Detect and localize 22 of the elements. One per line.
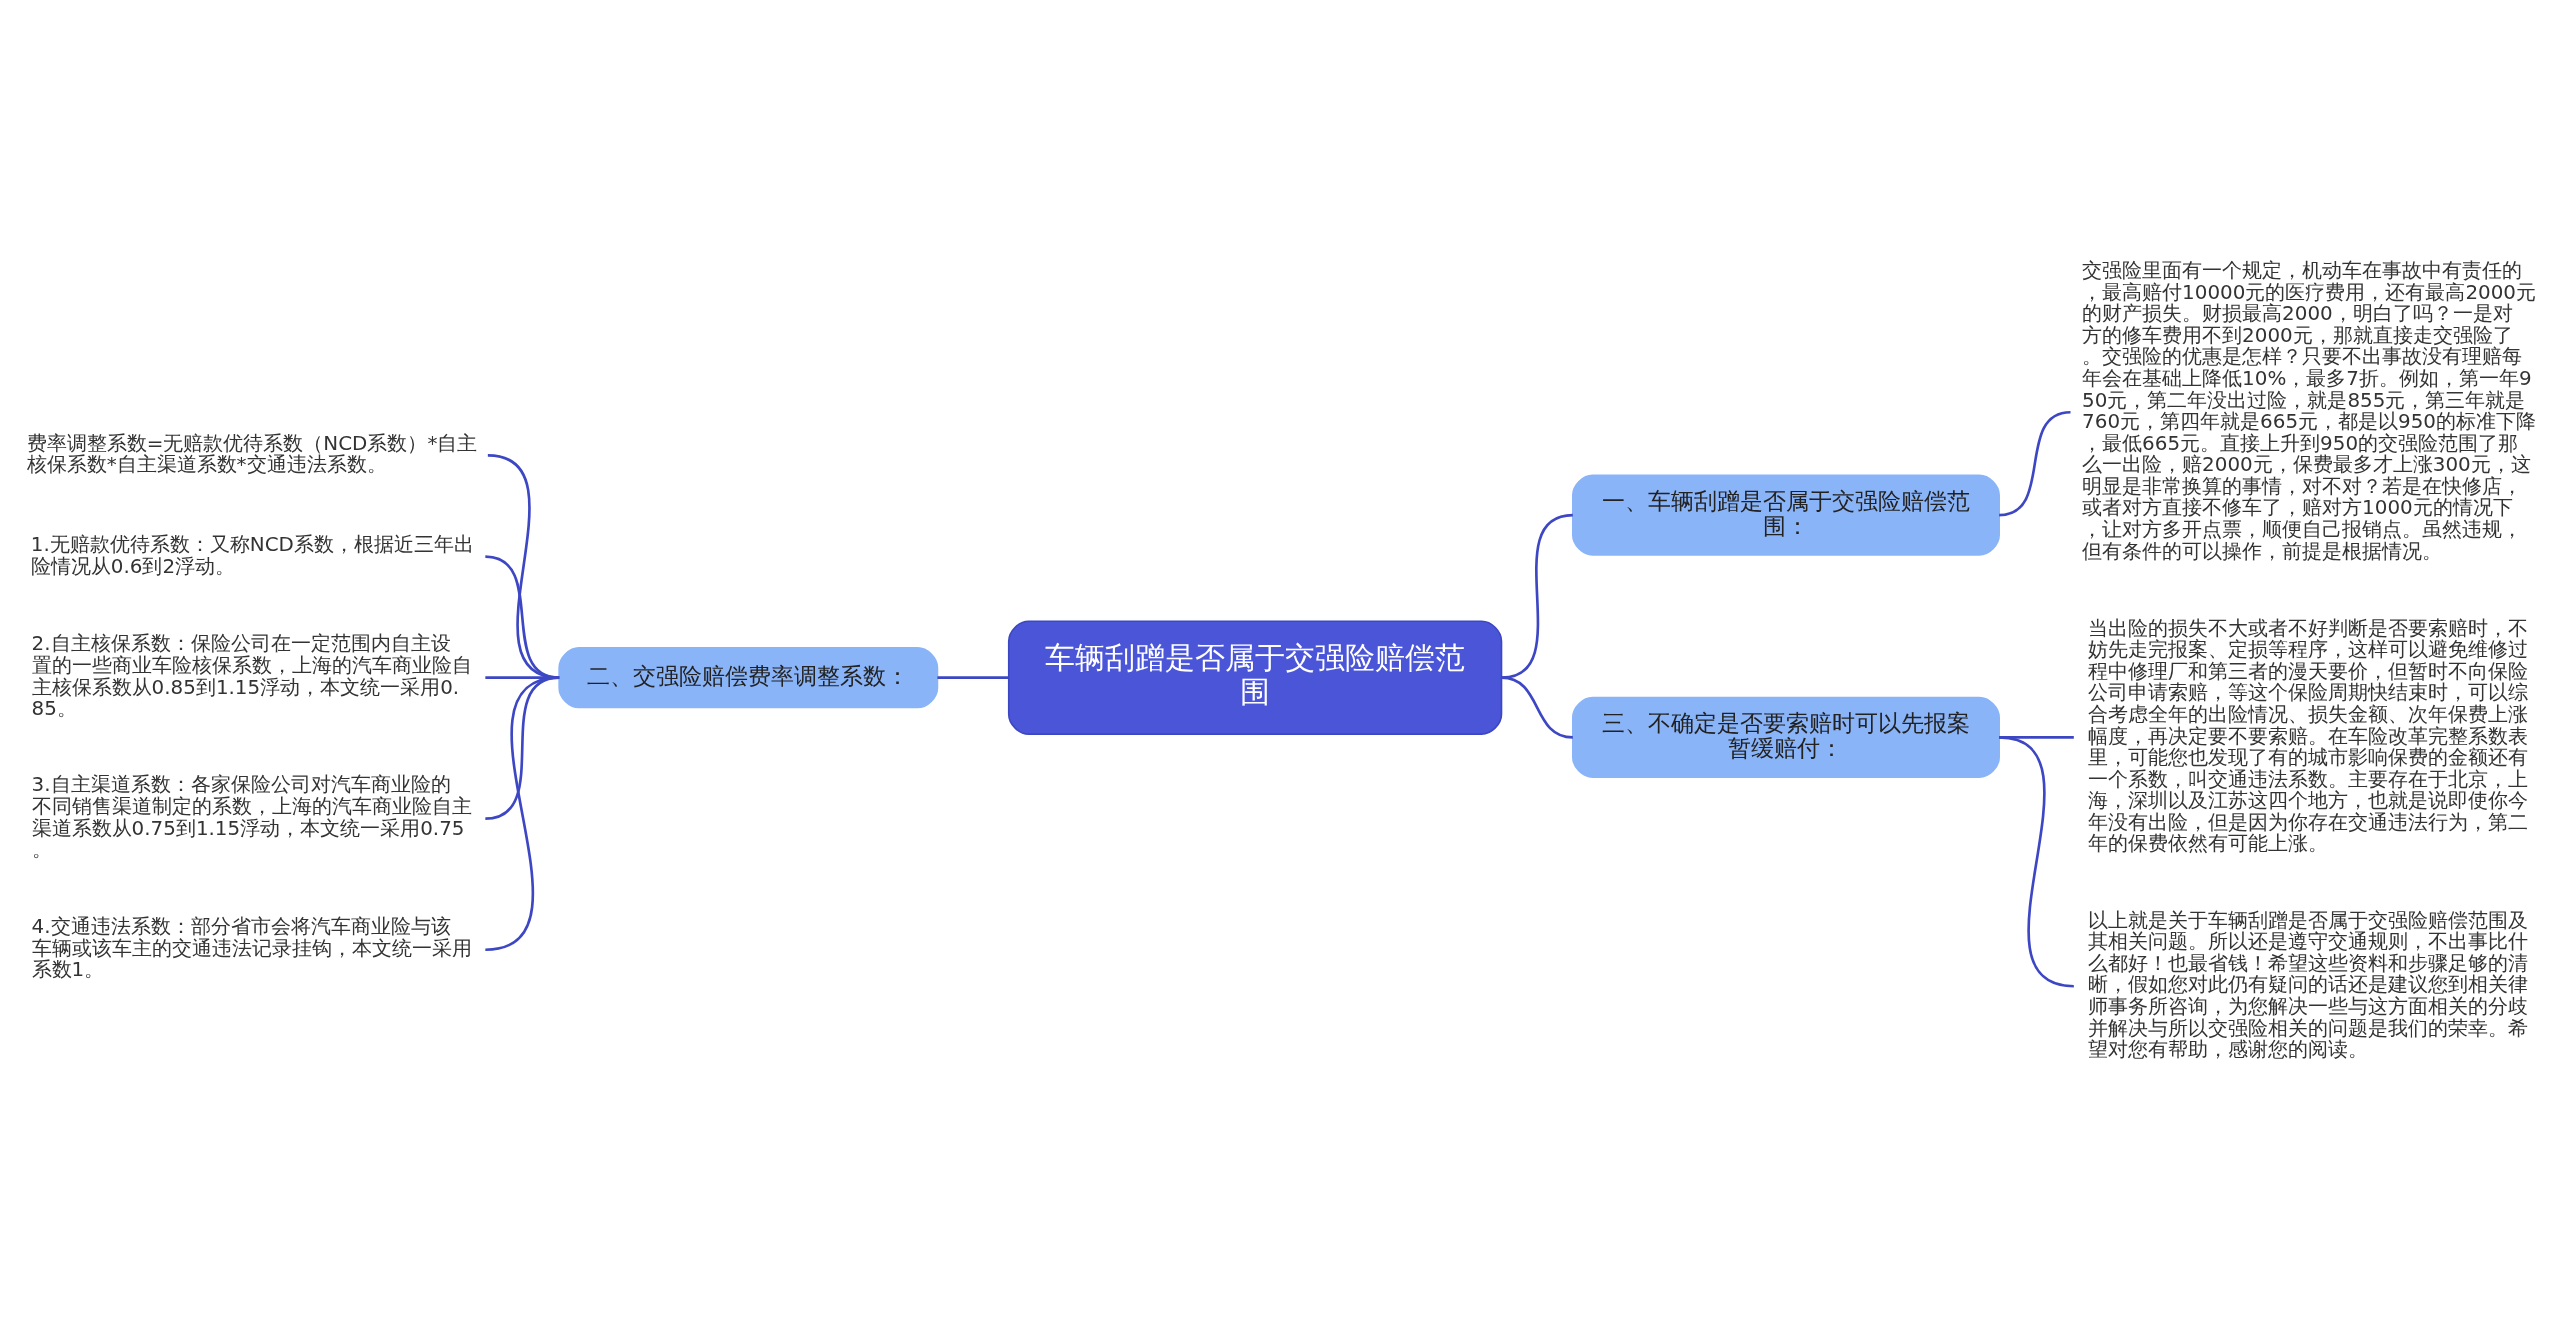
connector [485, 676, 560, 679]
node-text: 交强险里面有一个规定，机动车在事故中有责任的，最高赔付10000元的医疗费用，还有最高2000元的财产损失。财损最高2000，明白了吗？一是对方的修车费用不到2000元，那就直接走交强险了。交强险的优惠是怎样？只要不出事故没有理赔每年会在基础上降低10%，最多7折。例如，第一年950元，第二年没出过险，就是855元，第三年就是760元，第四年就是665元，都是以950的标准下降，最低665元。直接上升到950的交强险范围了那么一出险，赔2000元，保费最多才上涨300元，这明显是非常换算的事情，对不对？若是在快修店，或者对方直接不修车了，赔对方1000元的情况下，让对方多开点票，顺便自己报销点。虽然违规，但有条件的可以操作，前提是根据情况。 [2082, 259, 2537, 563]
connector [1501, 676, 1573, 739]
node-text: 1.无赔款优待系数：又称NCD系数，根据近三年出险情况从0.6到2浮动。 [30, 532, 474, 578]
node-text: 3.自主渠道系数：各家保险公司对汽车商业险的不同销售渠道制定的系数，上海的汽车商业险自主渠道系数从0.75到1.15浮动，本文统一采用0.75。 [31, 773, 472, 862]
connector [937, 676, 1009, 679]
node-box: 二、交强险赔偿费率调整系数： [558, 646, 939, 709]
node-text: 4.交通违法系数：部分省市会将汽车商业险与该车辆或该车主的交通违法记录挂钩，本文统一采用系数1。 [31, 915, 472, 982]
node-box: 三、不确定是否要索赔时可以先报案暂缓赔付： [1572, 696, 2000, 779]
node-text: 以上就是关于车辆刮蹭是否属于交强险赔偿范围及其相关问题。所以还是遵守交通规则，不出事比什么都好！也最省钱！希望这些资料和步骤足够的清晰，假如您对此仍有疑问的话还是建议您到相关律师事务所咨询，为您解决一些与这方面相关的分歧并解决与所以交强险相关的问题是我们的荣幸。希望对您有帮助，感谢您的阅读。 [2087, 908, 2528, 1062]
connector [485, 676, 560, 820]
connector [487, 454, 560, 679]
node-text: 当出险的损失不大或者不好判断是否要索赔时，不妨先走完报案、定损等程序，这样可以避免维修过程中修理厂和第三者的漫天要价，但暂时不向保险公司申请索赔，等这个保险周期快结束时，可以综合考虑全年的出险情况、损失金额、次年保费上涨幅度，再决定要不要索赔。在车险改革完整系数表里，可能您也发现了有的城市影响保费的金额还有一个系数，叫交通违法系数。主要存在于北京，上海，深圳以及江苏这四个地方，也就是说即使你今年没有出险，但是因为你存在交通违法行为，第二年的保费依然有可能上涨。 [2087, 616, 2528, 856]
connector [1998, 410, 2071, 517]
node-box: 车辆刮蹭是否属于交强险赔偿范围 [1007, 620, 1503, 735]
connector [485, 555, 560, 679]
node-text: 费率调整系数=无赔款优待系数（NCD系数）*自主核保系数*自主渠道系数*交通违法系数。 [26, 431, 478, 477]
connector [485, 676, 560, 952]
node-text: 2.自主核保系数：保险公司在一定范围内自主设置的一些商业车险核保系数，上海的汽车商业险自主核保系数从0.85到1.15浮动，本文统一采用0.85。 [31, 632, 472, 721]
connector [1501, 513, 1574, 679]
node-box: 一、车辆刮蹭是否属于交强险赔偿范围： [1572, 474, 2000, 556]
connector [1998, 736, 2075, 988]
